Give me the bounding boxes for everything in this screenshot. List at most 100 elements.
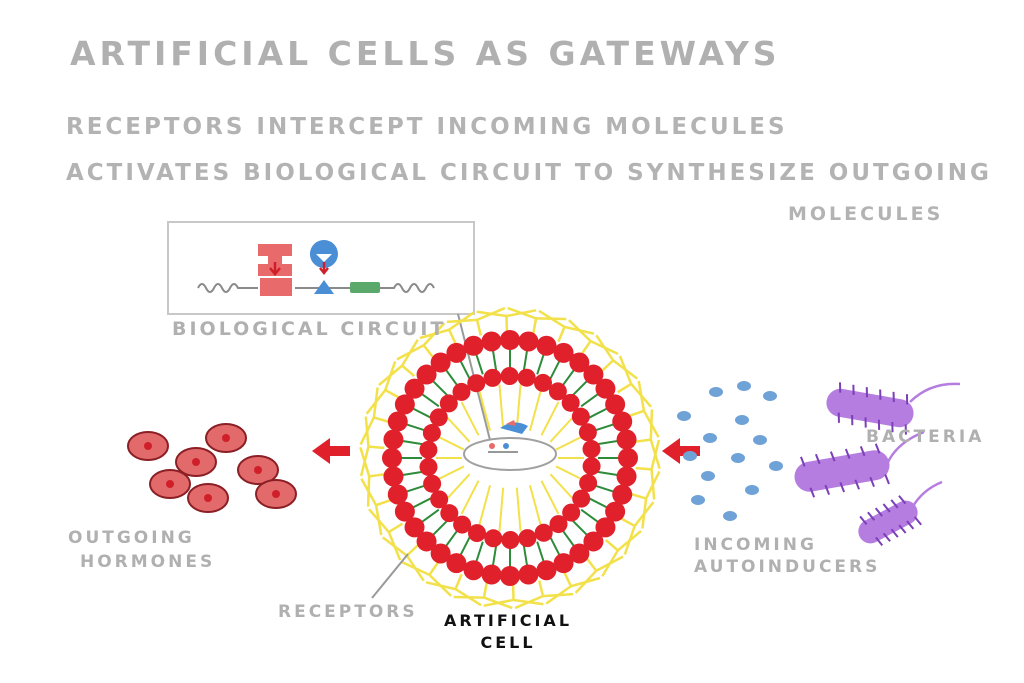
lipid-head-outer — [536, 335, 557, 356]
blue-operator-icon — [314, 280, 334, 294]
bacterium-pilus — [890, 499, 899, 509]
incoming-label-line1: INCOMING — [694, 535, 817, 555]
lipid-head-inner — [578, 423, 597, 442]
lipid-head-outer — [387, 484, 408, 505]
inner-receptor — [540, 401, 560, 436]
lipid-head-outer — [404, 378, 425, 399]
lipid-head-outer — [612, 411, 633, 432]
inner-receptor — [478, 390, 492, 431]
bacterium-pilus — [874, 507, 883, 517]
receptor-stem — [375, 498, 392, 507]
autoinducer-dot — [763, 391, 777, 401]
hormone-nucleus — [192, 458, 200, 466]
receptor-branch — [378, 364, 403, 386]
incoming-autoinducers — [677, 381, 783, 521]
receptor-branch — [366, 476, 371, 507]
lipid-head-outer — [553, 342, 574, 363]
bacterium-pilus — [874, 443, 881, 454]
receptor-branch — [618, 355, 633, 385]
lipid-tail — [587, 497, 611, 510]
bacterium-pilus — [838, 382, 842, 393]
lipid-head-inner — [582, 440, 601, 459]
lipid-head-outer — [383, 466, 404, 487]
bacterium-pilus — [829, 451, 836, 462]
receptor-branch — [542, 592, 574, 598]
outgoing-label-line1: OUTGOING — [68, 528, 195, 548]
inner-receptor — [528, 485, 542, 526]
lipid-tail — [458, 357, 471, 381]
bacterium-pilus — [892, 391, 895, 403]
lipid-head-outer — [583, 531, 604, 552]
inner-receptor — [438, 436, 465, 451]
receptor-branch — [617, 530, 642, 552]
lipid-head-outer — [500, 330, 520, 350]
receptor-branch — [649, 439, 661, 469]
receptor-stem — [482, 581, 489, 598]
autoinducer-dot — [701, 471, 715, 481]
bacterium-pilus — [869, 476, 875, 488]
receptor-branch — [365, 389, 387, 415]
receptor-stem — [401, 364, 416, 377]
autoinducer-dot — [677, 411, 691, 421]
receptor-branch — [374, 504, 383, 536]
lipid-head-outer — [583, 364, 604, 385]
receptor-branch — [359, 446, 370, 477]
receptor-branch — [446, 318, 478, 324]
inner-receptor — [515, 487, 522, 532]
lipid-head-inner — [423, 474, 442, 493]
green-gene-icon — [350, 282, 380, 293]
lipid-head-outer — [430, 543, 451, 564]
lipid-head-outer — [404, 517, 425, 538]
hormone-nucleus — [166, 480, 174, 488]
lipid-head-inner — [483, 368, 502, 387]
autoinducer-dot — [735, 415, 749, 425]
lipid-tail — [587, 406, 611, 419]
lipid-tail — [549, 535, 562, 559]
lipid-head-outer — [518, 331, 539, 352]
bacterium-pilus — [867, 511, 876, 521]
bacterium-pilus — [904, 424, 907, 435]
lipid-tail — [596, 470, 621, 477]
receptor-stem — [405, 543, 420, 557]
receptor-branch — [483, 596, 513, 610]
bacterium-pilus — [852, 384, 855, 395]
lipid-head-outer — [569, 352, 590, 373]
receptor-stem — [557, 326, 566, 343]
bacterium-pilus — [884, 474, 890, 485]
red-arrow-right-icon — [662, 438, 700, 464]
lipid-head-inner — [439, 394, 458, 413]
hormone-nucleus — [222, 434, 230, 442]
bacterium-pilus — [898, 524, 907, 534]
receptor-branch — [428, 574, 452, 597]
lipid-head-inner — [572, 489, 591, 508]
red-operator-icon — [260, 278, 292, 296]
bacterium-pilus — [905, 394, 909, 405]
autoinducer-dot — [691, 495, 705, 505]
receptor-branch — [649, 409, 654, 440]
artificial-cell-label: ARTIFICIAL CELL — [444, 610, 572, 654]
receptor-branch — [644, 470, 661, 500]
lipid-head-outer — [481, 331, 502, 352]
circuit-plasmid — [463, 437, 557, 471]
bullet-activates: ACTIVATES BIOLOGICAL CIRCUIT TO SYNTHESI… — [66, 160, 992, 186]
lipid-head-inner — [419, 457, 438, 476]
inner-receptor — [447, 417, 471, 443]
receptor-branch — [419, 328, 450, 340]
receptor-branch — [405, 554, 425, 582]
lipid-head-outer — [416, 531, 437, 552]
lipid-head-outer — [569, 543, 590, 564]
plasmid-blue-dot — [503, 443, 509, 449]
receptor-stem — [620, 517, 636, 528]
lipid-head-inner — [534, 523, 553, 542]
lipid-head-inner — [422, 424, 441, 443]
inner-receptor — [498, 487, 505, 532]
lipid-tail — [409, 406, 433, 419]
bacterium-pilus — [859, 445, 866, 457]
inner-receptor — [515, 384, 522, 429]
lipid-head-inner — [419, 440, 438, 459]
inner-receptor — [438, 465, 465, 480]
receptor-stem — [384, 388, 400, 399]
bacterium-pilus — [864, 417, 867, 428]
dna-left-icon — [197, 283, 258, 293]
